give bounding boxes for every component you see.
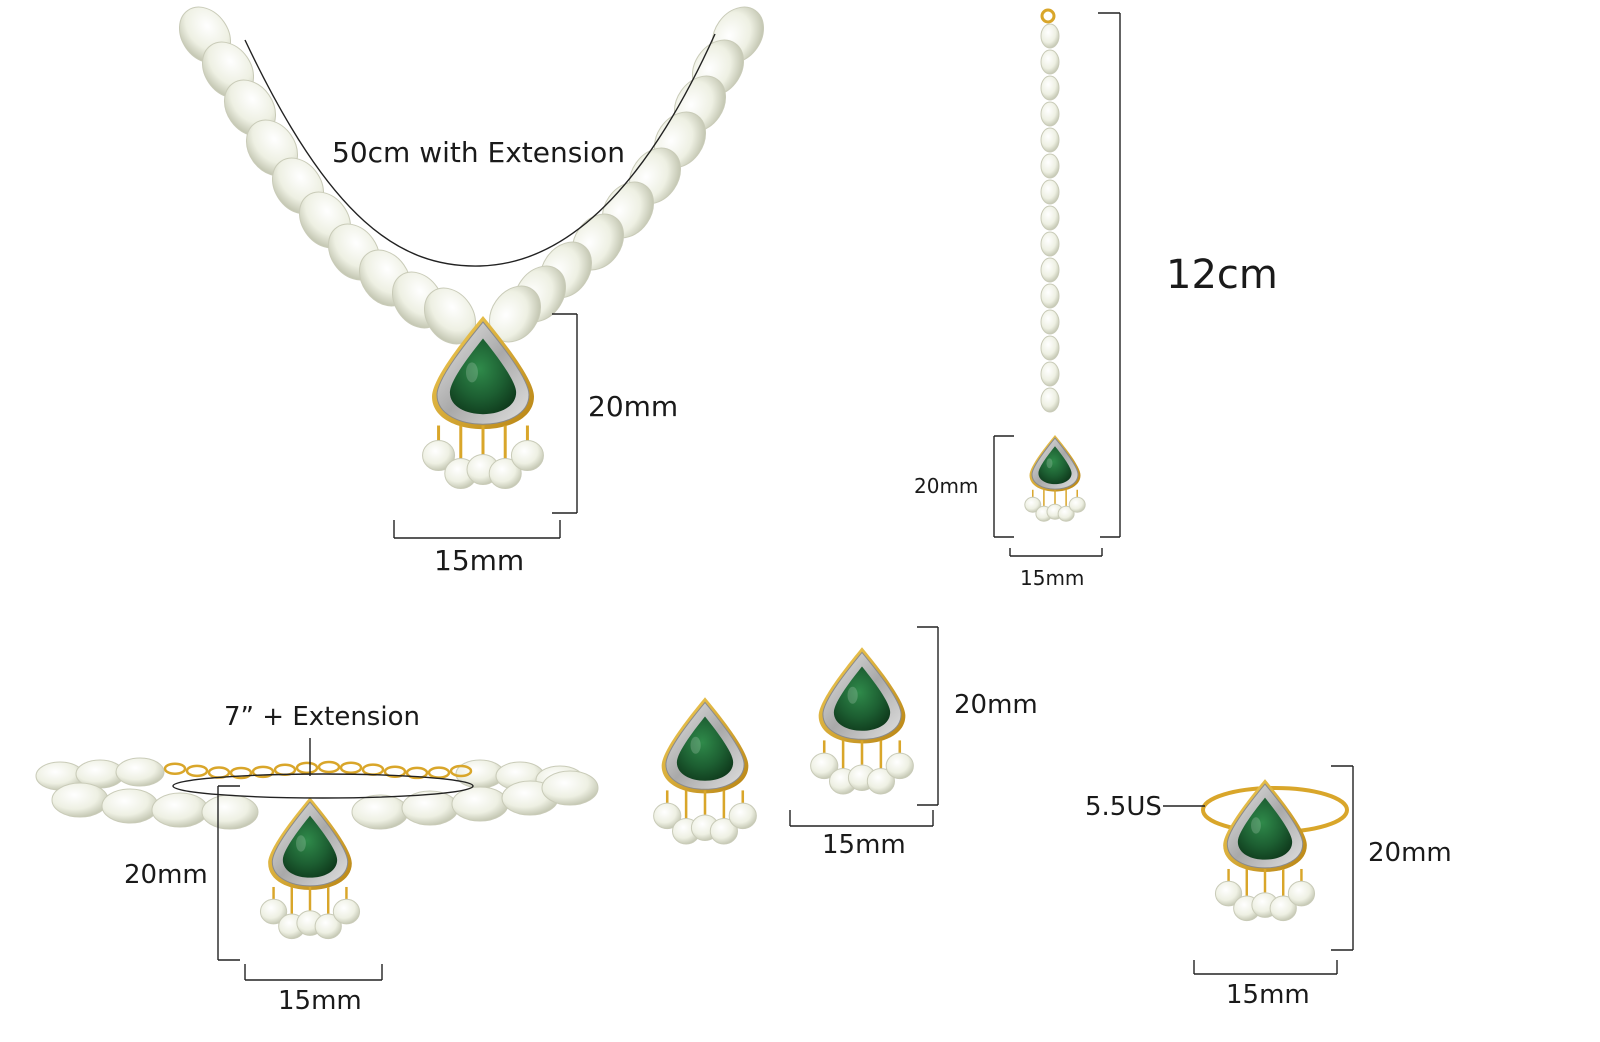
pearl	[1040, 75, 1060, 101]
earrings	[653, 647, 914, 845]
pearl	[451, 786, 509, 822]
pearl	[259, 898, 288, 925]
pearl	[1040, 387, 1060, 413]
stone-highlight	[296, 835, 306, 852]
ring-height-label: 20mm	[1368, 838, 1452, 868]
pearl	[1040, 101, 1060, 127]
pearl	[1040, 309, 1060, 335]
pearl	[1040, 361, 1060, 387]
emerald-stone	[833, 666, 891, 731]
chain-link	[383, 765, 407, 778]
pearl	[709, 817, 738, 845]
stone-highlight	[847, 686, 858, 704]
bracelet	[35, 757, 599, 940]
dimension-lines	[172, 12, 1354, 981]
chain-link	[427, 766, 451, 779]
pearl	[1040, 283, 1060, 309]
pearl	[314, 913, 342, 940]
tikka-pendant-width-label: 15mm	[1020, 566, 1085, 590]
pearl	[1040, 231, 1060, 257]
pearl	[1040, 257, 1060, 283]
maang-tikka	[1024, 8, 1086, 522]
pearl	[866, 767, 895, 795]
pearl	[1040, 179, 1060, 205]
pearl	[1269, 895, 1297, 922]
chain-link	[295, 761, 319, 775]
pearl	[810, 752, 839, 780]
earrings-height-label: 20mm	[954, 690, 1038, 720]
dimension-ellipse	[172, 773, 474, 799]
stone-highlight	[1251, 817, 1261, 834]
pearl	[1040, 23, 1060, 49]
tikka-pendant-height-label: 20mm	[914, 474, 979, 498]
pearl	[201, 794, 259, 830]
chain-link	[449, 764, 473, 778]
necklace	[178, 6, 765, 490]
ring-width-label: 15mm	[1226, 980, 1310, 1010]
chain-link	[163, 762, 187, 775]
emerald-stone	[1038, 446, 1072, 485]
pearl	[1040, 127, 1060, 153]
earrings-width-label: 15mm	[822, 830, 906, 860]
dimension-curve	[244, 33, 716, 267]
pearl	[51, 782, 109, 818]
pearl	[1040, 153, 1060, 179]
chain-link	[339, 761, 363, 774]
pearl	[332, 898, 361, 925]
pearl	[351, 794, 409, 830]
stone-highlight	[690, 736, 701, 754]
bracelet-length-label: 7” + Extension	[224, 702, 420, 732]
tikka-length-label: 12cm	[1166, 252, 1278, 298]
pearl	[1214, 880, 1243, 907]
stone-highlight	[1046, 458, 1053, 469]
bracelet-pendant-width-label: 15mm	[278, 986, 362, 1016]
pearl	[653, 802, 682, 830]
pearl	[1287, 880, 1316, 907]
pearl	[101, 788, 159, 824]
pearl	[115, 757, 165, 787]
emerald-stone	[1237, 797, 1293, 860]
pearl	[1040, 49, 1060, 75]
pearl	[422, 440, 456, 472]
ring-size-label: 5.5US	[1085, 792, 1162, 822]
tikka-hook	[1040, 8, 1056, 24]
pearl	[1057, 505, 1075, 522]
pearl	[885, 752, 914, 780]
necklace-length-label: 50cm with Extension	[332, 136, 625, 169]
stone-highlight	[465, 362, 478, 383]
pearl	[151, 792, 209, 828]
pearl	[728, 802, 757, 830]
pearl	[1040, 205, 1060, 231]
chain-link	[405, 766, 429, 780]
pearl	[510, 440, 544, 472]
necklace-pendant-height-label: 20mm	[588, 390, 679, 423]
chain-link	[229, 766, 253, 780]
chain-link	[273, 763, 297, 777]
pearl	[488, 458, 522, 490]
chain-link	[185, 764, 209, 778]
chain-link	[317, 760, 341, 774]
chain-link	[251, 765, 275, 779]
pearl	[1040, 335, 1060, 361]
pearl	[1068, 496, 1086, 513]
chain-link	[207, 766, 231, 779]
chain-link	[361, 763, 385, 776]
bracelet-pendant-height-label: 20mm	[124, 860, 208, 890]
emerald-stone	[676, 716, 734, 781]
pearl	[1024, 496, 1042, 513]
emerald-stone	[282, 815, 338, 878]
pearl	[541, 770, 599, 806]
necklace-pendant-width-label: 15mm	[434, 544, 525, 577]
ring	[1201, 779, 1349, 922]
emerald-stone	[449, 338, 517, 415]
